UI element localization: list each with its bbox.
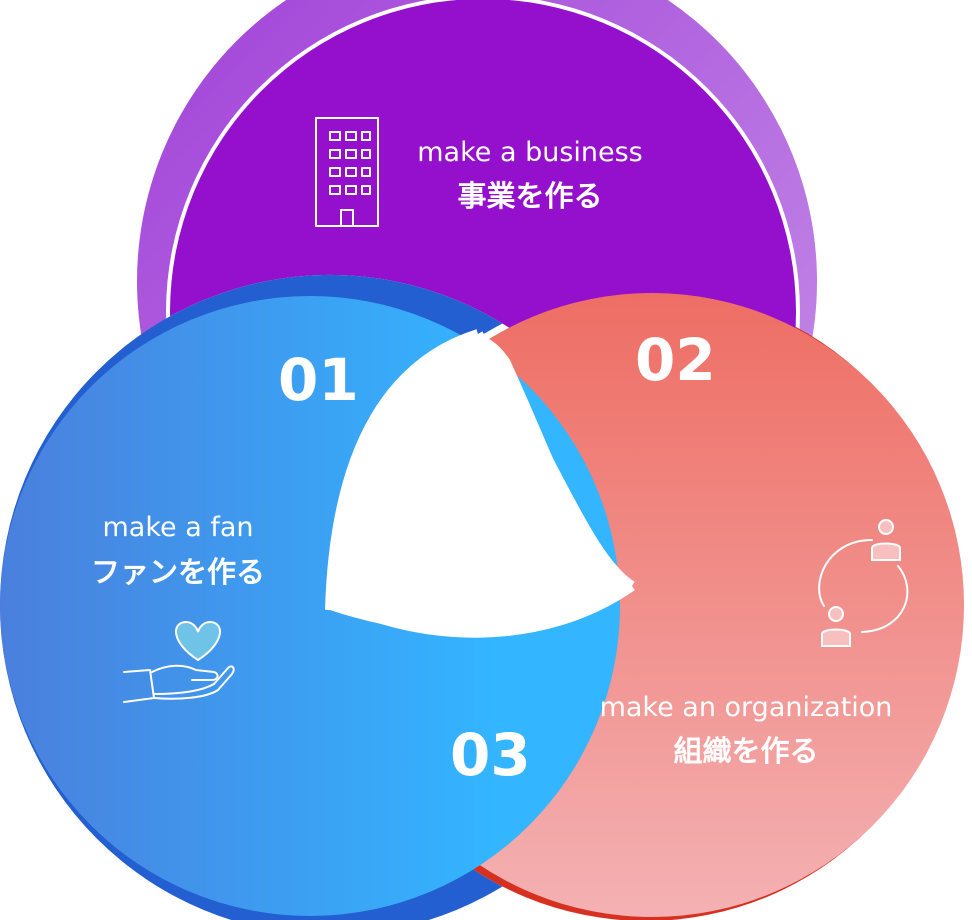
segment-business-number: 02 [635, 326, 716, 394]
segment-fan-number: 01 [278, 346, 359, 414]
segment-business-label-jp: 事業を作る [457, 179, 602, 213]
segment-business-label-en: make a business [417, 137, 643, 168]
fan-inner-edge [325, 329, 480, 611]
segment-organization-number: 03 [450, 721, 531, 789]
biz-inner-edge [473, 331, 635, 591]
segment-organization-label-en: make an organization [600, 692, 893, 723]
center-hole [330, 334, 632, 634]
segment-fan-label-en: make a fan [102, 512, 253, 543]
org-inner-edge [342, 581, 635, 638]
segment-fan-label-jp: ファンを作る [91, 555, 265, 589]
people-cycle-icon [818, 519, 909, 647]
building-icon [315, 117, 379, 227]
segment-organization-label-jp: 組織を作る [673, 734, 818, 768]
heart-in-hand-icon [123, 620, 235, 703]
